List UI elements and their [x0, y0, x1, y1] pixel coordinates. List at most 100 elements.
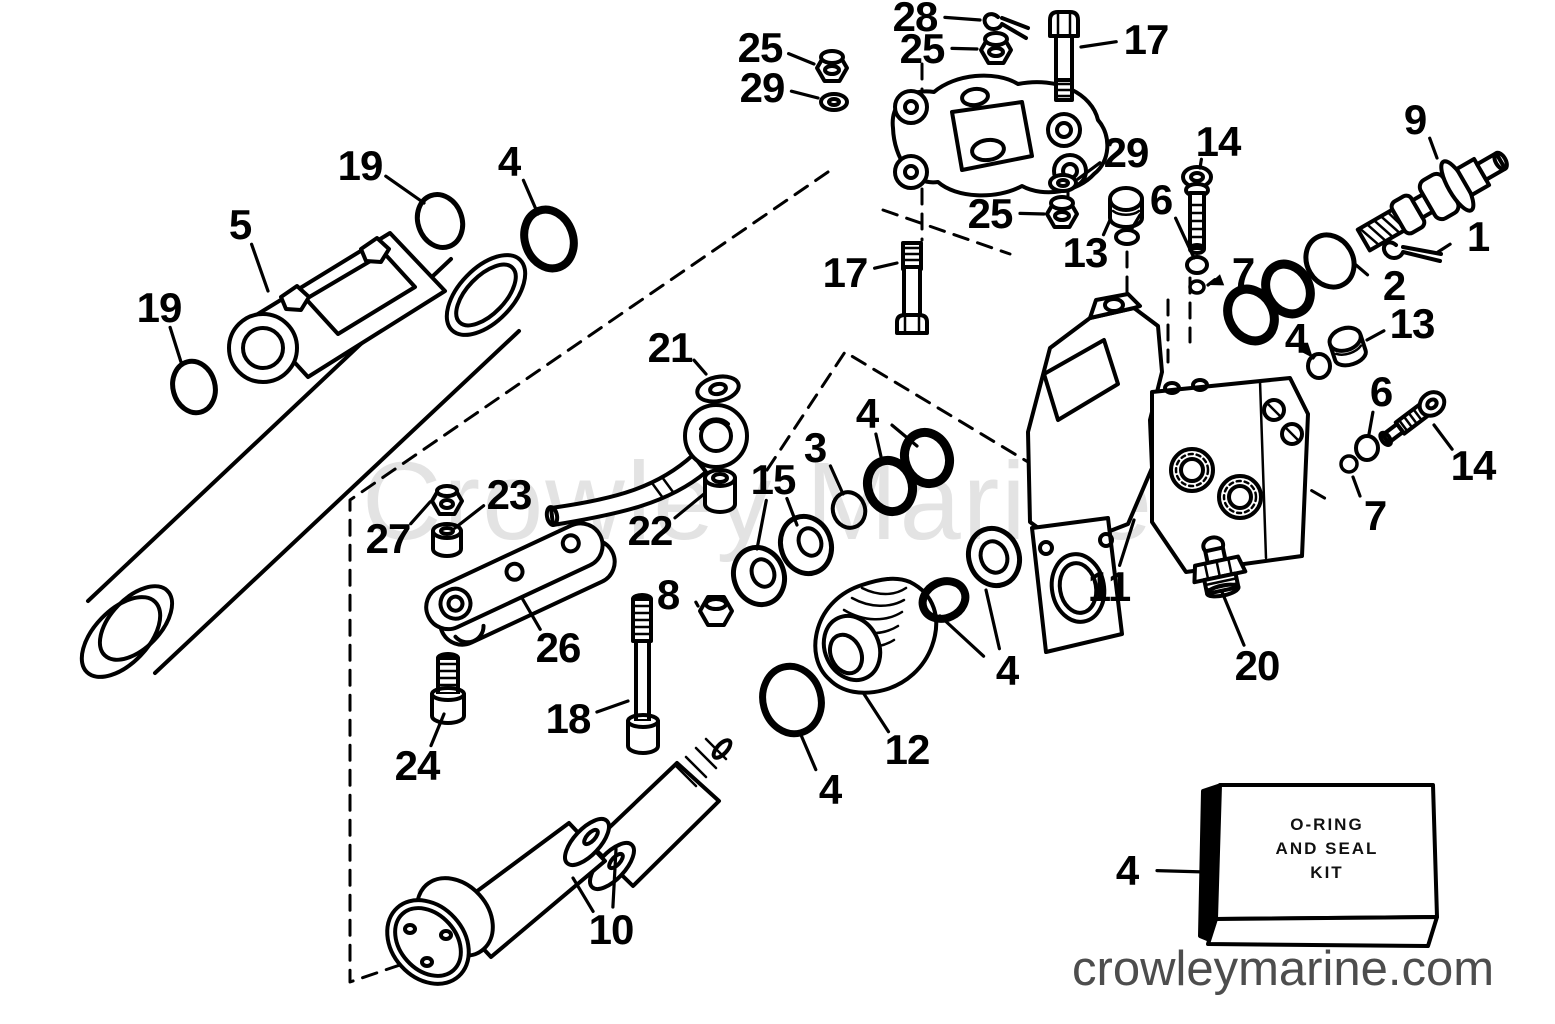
oring-4 [1223, 284, 1279, 346]
leader-line-19 [384, 174, 426, 205]
part-callout-23: 23 [487, 471, 532, 518]
oring-4 [1306, 352, 1332, 380]
part-callout-19: 19 [137, 284, 182, 331]
leader-line-24 [429, 712, 446, 748]
washer-21 [695, 374, 741, 404]
leader-line-4 [984, 588, 1002, 651]
leader-line-4 [1155, 868, 1208, 874]
part-callout-1: 1 [1467, 213, 1490, 260]
part-callout-8: 8 [657, 571, 680, 618]
leader-line-4 [874, 432, 884, 463]
part-callout-6: 6 [1370, 368, 1392, 415]
cotter-pin-28 [982, 12, 1030, 40]
part-callout-6: 6 [1150, 176, 1172, 223]
part-link-26 [424, 521, 617, 647]
part-callout-27: 27 [366, 515, 411, 562]
part-callout-29: 29 [1104, 129, 1149, 176]
bleed-screw-14 [1378, 390, 1447, 447]
leader-line-9 [1428, 136, 1439, 160]
part-callout-25: 25 [968, 190, 1013, 237]
oring-7 [1188, 279, 1206, 295]
bolt-17 [1048, 10, 1080, 102]
leader-line-26 [520, 596, 542, 631]
rod-18 [626, 593, 660, 755]
leader-line-19 [168, 325, 183, 364]
part-callout-3: 3 [804, 424, 826, 471]
leader-line-18 [595, 699, 630, 714]
grease-fitting-20 [1192, 535, 1248, 599]
part-cylinder-cap-bracket-5 [227, 231, 447, 384]
bushing-22 [703, 468, 737, 514]
oring-19 [414, 192, 466, 250]
leader-line-1 [1436, 242, 1452, 254]
leader-line-13 [1101, 218, 1112, 237]
locknut-25 [815, 49, 849, 83]
leader-lines-layer [168, 15, 1454, 914]
part-callout-4: 4 [856, 390, 880, 437]
leader-line-28 [943, 15, 982, 22]
part-gland-12 [813, 576, 939, 695]
part-clevis-yoke [890, 73, 1110, 198]
part-callout-25: 25 [900, 25, 945, 72]
leader-line-6 [1173, 216, 1196, 260]
part-valve-spool-9 [1355, 150, 1509, 253]
plug-13 [1327, 325, 1368, 368]
locknut-27 [430, 484, 464, 516]
leader-arrowhead-7 [1208, 274, 1225, 286]
oring-6 [1185, 255, 1209, 275]
part-steering-rod-eye [544, 403, 749, 527]
leader-line-11 [1117, 518, 1136, 568]
part-callout-12: 12 [885, 726, 930, 773]
oring-4 [918, 577, 970, 623]
leader-line-17 [872, 261, 899, 270]
part-callout-14: 14 [1451, 442, 1497, 489]
part-callout-4: 4 [1285, 315, 1309, 362]
bleed-screw-14 [1181, 165, 1213, 255]
leader-line-4 [1311, 353, 1318, 360]
part-callout-2: 2 [1383, 262, 1405, 309]
part-callout-29: 29 [740, 64, 785, 111]
leader-line-4 [799, 733, 818, 772]
part-callout-9: 9 [1404, 96, 1426, 143]
part-callout-13: 13 [1390, 300, 1435, 347]
kit-box: O-RING AND SEAL KIT [1198, 783, 1439, 948]
screw-24 [430, 652, 466, 725]
part-callout-13: 13 [1063, 229, 1108, 276]
leader-line-6 [1367, 410, 1375, 436]
part-callout-21: 21 [648, 324, 693, 371]
leader-line-6 [1129, 213, 1142, 232]
part-callout-4: 4 [498, 138, 522, 185]
leader-line-12 [862, 692, 891, 734]
leader-line-20 [1220, 590, 1246, 647]
leader-line-5 [250, 242, 270, 293]
part-callout-4: 4 [996, 647, 1020, 694]
site-footer-text: crowleymarine.com [1072, 942, 1495, 996]
part-callout-20: 20 [1235, 642, 1280, 689]
leader-line-25 [1018, 211, 1046, 216]
part-callout-7: 7 [1364, 492, 1386, 539]
oring-4 [1261, 259, 1315, 319]
kit-box-line-1: O-RING [1290, 815, 1363, 834]
bolt-17 [895, 241, 929, 335]
oring-6 [1354, 434, 1380, 462]
oring-6 [1114, 228, 1140, 246]
part-callout-4: 4 [819, 766, 843, 813]
cotter-pin-1 [1381, 240, 1443, 263]
leader-line-10 [571, 876, 595, 914]
leader-line-4 [938, 614, 986, 658]
part-piston-rod-10 [385, 737, 733, 986]
oring-2 [1303, 232, 1357, 290]
oring-7 [1339, 454, 1359, 474]
leader-line-29 [789, 89, 820, 100]
oring-4 [862, 455, 918, 517]
leader-line-25 [786, 51, 816, 66]
oring-19 [170, 358, 218, 416]
part-callout-19: 19 [338, 142, 383, 189]
kit-box-line-2: AND SEAL [1276, 839, 1379, 858]
leader-line-8 [694, 600, 700, 608]
nut-8 [698, 595, 734, 627]
leader-line-14 [1432, 423, 1454, 451]
part-callout-17: 17 [823, 249, 868, 296]
